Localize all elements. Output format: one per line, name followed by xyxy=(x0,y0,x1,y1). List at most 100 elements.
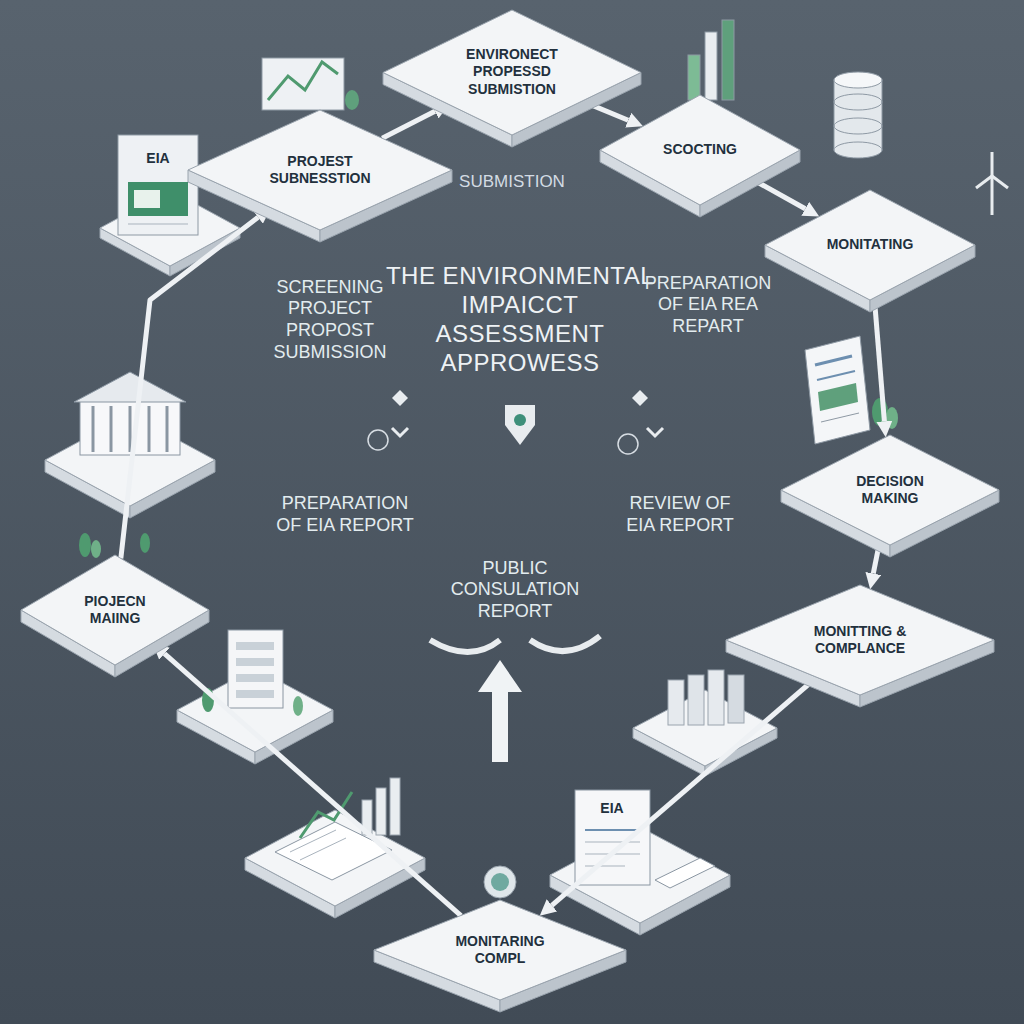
chart-tile xyxy=(290,830,336,852)
factory-tile xyxy=(80,400,180,455)
bar-chart-icon xyxy=(705,32,717,100)
tile-label: MONITATING xyxy=(827,236,914,254)
label-block: EIA xyxy=(128,149,188,167)
growth-chart-icon xyxy=(268,62,338,100)
wind-turbine xyxy=(991,176,994,215)
center-decoration xyxy=(368,390,663,898)
flow-arrow xyxy=(121,217,258,558)
step-label: SUBMISTION xyxy=(459,172,565,192)
label-block: REVIEW OF EIA REPORT xyxy=(615,493,745,536)
growth-chart-icon xyxy=(262,58,344,110)
report-document xyxy=(821,413,859,422)
tile-label: DECISION MAKING xyxy=(843,473,938,508)
growth-chart-icon xyxy=(345,90,359,110)
blocks-tile xyxy=(708,670,724,725)
eia-document-tile xyxy=(585,866,625,867)
database-icon xyxy=(834,94,882,110)
chart-tile xyxy=(300,838,346,860)
center-decoration xyxy=(530,636,600,651)
process-tile: ENVIRONECT PROPESSD SUBMISTION xyxy=(383,10,641,135)
tile-label: PIOJECN MAIING xyxy=(75,593,155,628)
step-label: REVIEW OF EIA REPORT xyxy=(615,493,745,536)
step-label: EIA xyxy=(146,150,169,167)
process-tile: PIOJECN MAIING xyxy=(21,555,209,665)
label-block: PREPARATION OF EIA REPORT xyxy=(270,493,420,536)
factory-tile xyxy=(129,406,132,452)
center-decoration xyxy=(430,640,500,652)
label-block: EIA xyxy=(582,799,642,817)
tile-text: MONITATING xyxy=(827,236,914,254)
report-document xyxy=(805,336,870,444)
factory-tile xyxy=(110,406,113,452)
eia-document-tile xyxy=(585,829,640,831)
building-tile xyxy=(293,696,303,716)
wind-turbine xyxy=(992,176,1008,188)
eia-card-tile xyxy=(128,182,188,216)
tile-text: SCOCTING xyxy=(663,141,737,159)
chart-tile xyxy=(376,788,386,835)
blocks-tile xyxy=(728,675,744,723)
center-decoration xyxy=(491,873,509,891)
database-icon xyxy=(834,118,882,134)
process-tile: SCOCTING xyxy=(600,95,800,205)
label-block: SCREENING PROJECT PROPOST SUBMISSION xyxy=(255,277,405,363)
tile-top xyxy=(726,585,994,695)
growth-chart-icon xyxy=(262,58,359,110)
flow-arrow xyxy=(874,298,884,421)
plant-icon xyxy=(79,533,91,557)
factory-tile xyxy=(148,406,151,452)
building-tile xyxy=(236,658,274,666)
tile-top xyxy=(383,10,641,135)
tile-label: ENVIRONECT PROPESSD SUBMISTION xyxy=(455,46,570,99)
center-decoration xyxy=(478,660,522,762)
bar-chart-icon xyxy=(722,20,734,100)
process-tile: DECISION MAKING xyxy=(781,435,999,545)
process-tile: MONITARING COMPL xyxy=(374,900,626,1000)
eia-document-tile xyxy=(655,858,715,888)
process-tile: MONITATING xyxy=(765,190,975,300)
tile-label: MONITTING & COMPLANCE xyxy=(800,623,920,658)
label-block: PUBLIC CONSULATION REPORT xyxy=(430,558,600,623)
factory-tile xyxy=(92,406,95,452)
chart-tile xyxy=(245,778,425,918)
tile-top xyxy=(21,555,209,665)
tile-label: SCOCTING xyxy=(663,141,737,159)
wind-turbine xyxy=(976,176,992,188)
chart-tile xyxy=(275,822,392,880)
center-decoration xyxy=(618,434,638,454)
flow-arrow xyxy=(382,111,435,138)
flow-arrow xyxy=(164,654,460,916)
building-tile xyxy=(236,642,274,650)
center-decoration xyxy=(368,430,388,450)
center-decoration xyxy=(514,414,526,426)
tile-text: DECISION MAKING xyxy=(843,473,938,508)
title-block: THE ENVIRONMENTAL IMPAICCT ASSESSMENT AP… xyxy=(385,262,655,377)
tile-top xyxy=(781,435,999,545)
eia-card-tile xyxy=(128,224,188,225)
process-tile: MONITTING & COMPLANCE xyxy=(726,585,994,695)
wind-turbine xyxy=(991,152,994,176)
diagram-title: THE ENVIRONMENTAL IMPAICCT ASSESSMENT AP… xyxy=(385,262,655,377)
bar-chart-icon xyxy=(688,20,734,100)
building-tile xyxy=(177,668,333,752)
tile-text: MONITTING & COMPLANCE xyxy=(800,623,920,658)
database-icon xyxy=(834,80,882,150)
center-decoration xyxy=(392,428,408,436)
blocks-tile xyxy=(688,675,704,725)
factory-tile xyxy=(74,372,186,402)
eia-card-tile xyxy=(134,190,160,208)
wind-turbine xyxy=(976,152,1008,215)
flow-arrow xyxy=(552,677,817,905)
step-label: EIA xyxy=(600,800,623,817)
report-document xyxy=(886,407,898,429)
chart-tile xyxy=(390,778,400,835)
building-tile xyxy=(177,630,333,764)
eia-card-tile xyxy=(118,135,198,235)
tile-label: PROJEST SUBNESSTION xyxy=(261,153,379,188)
database-icon xyxy=(834,72,882,88)
eia-document-tile xyxy=(575,790,650,885)
step-label: SCREENING PROJECT PROPOST SUBMISSION xyxy=(255,277,405,363)
